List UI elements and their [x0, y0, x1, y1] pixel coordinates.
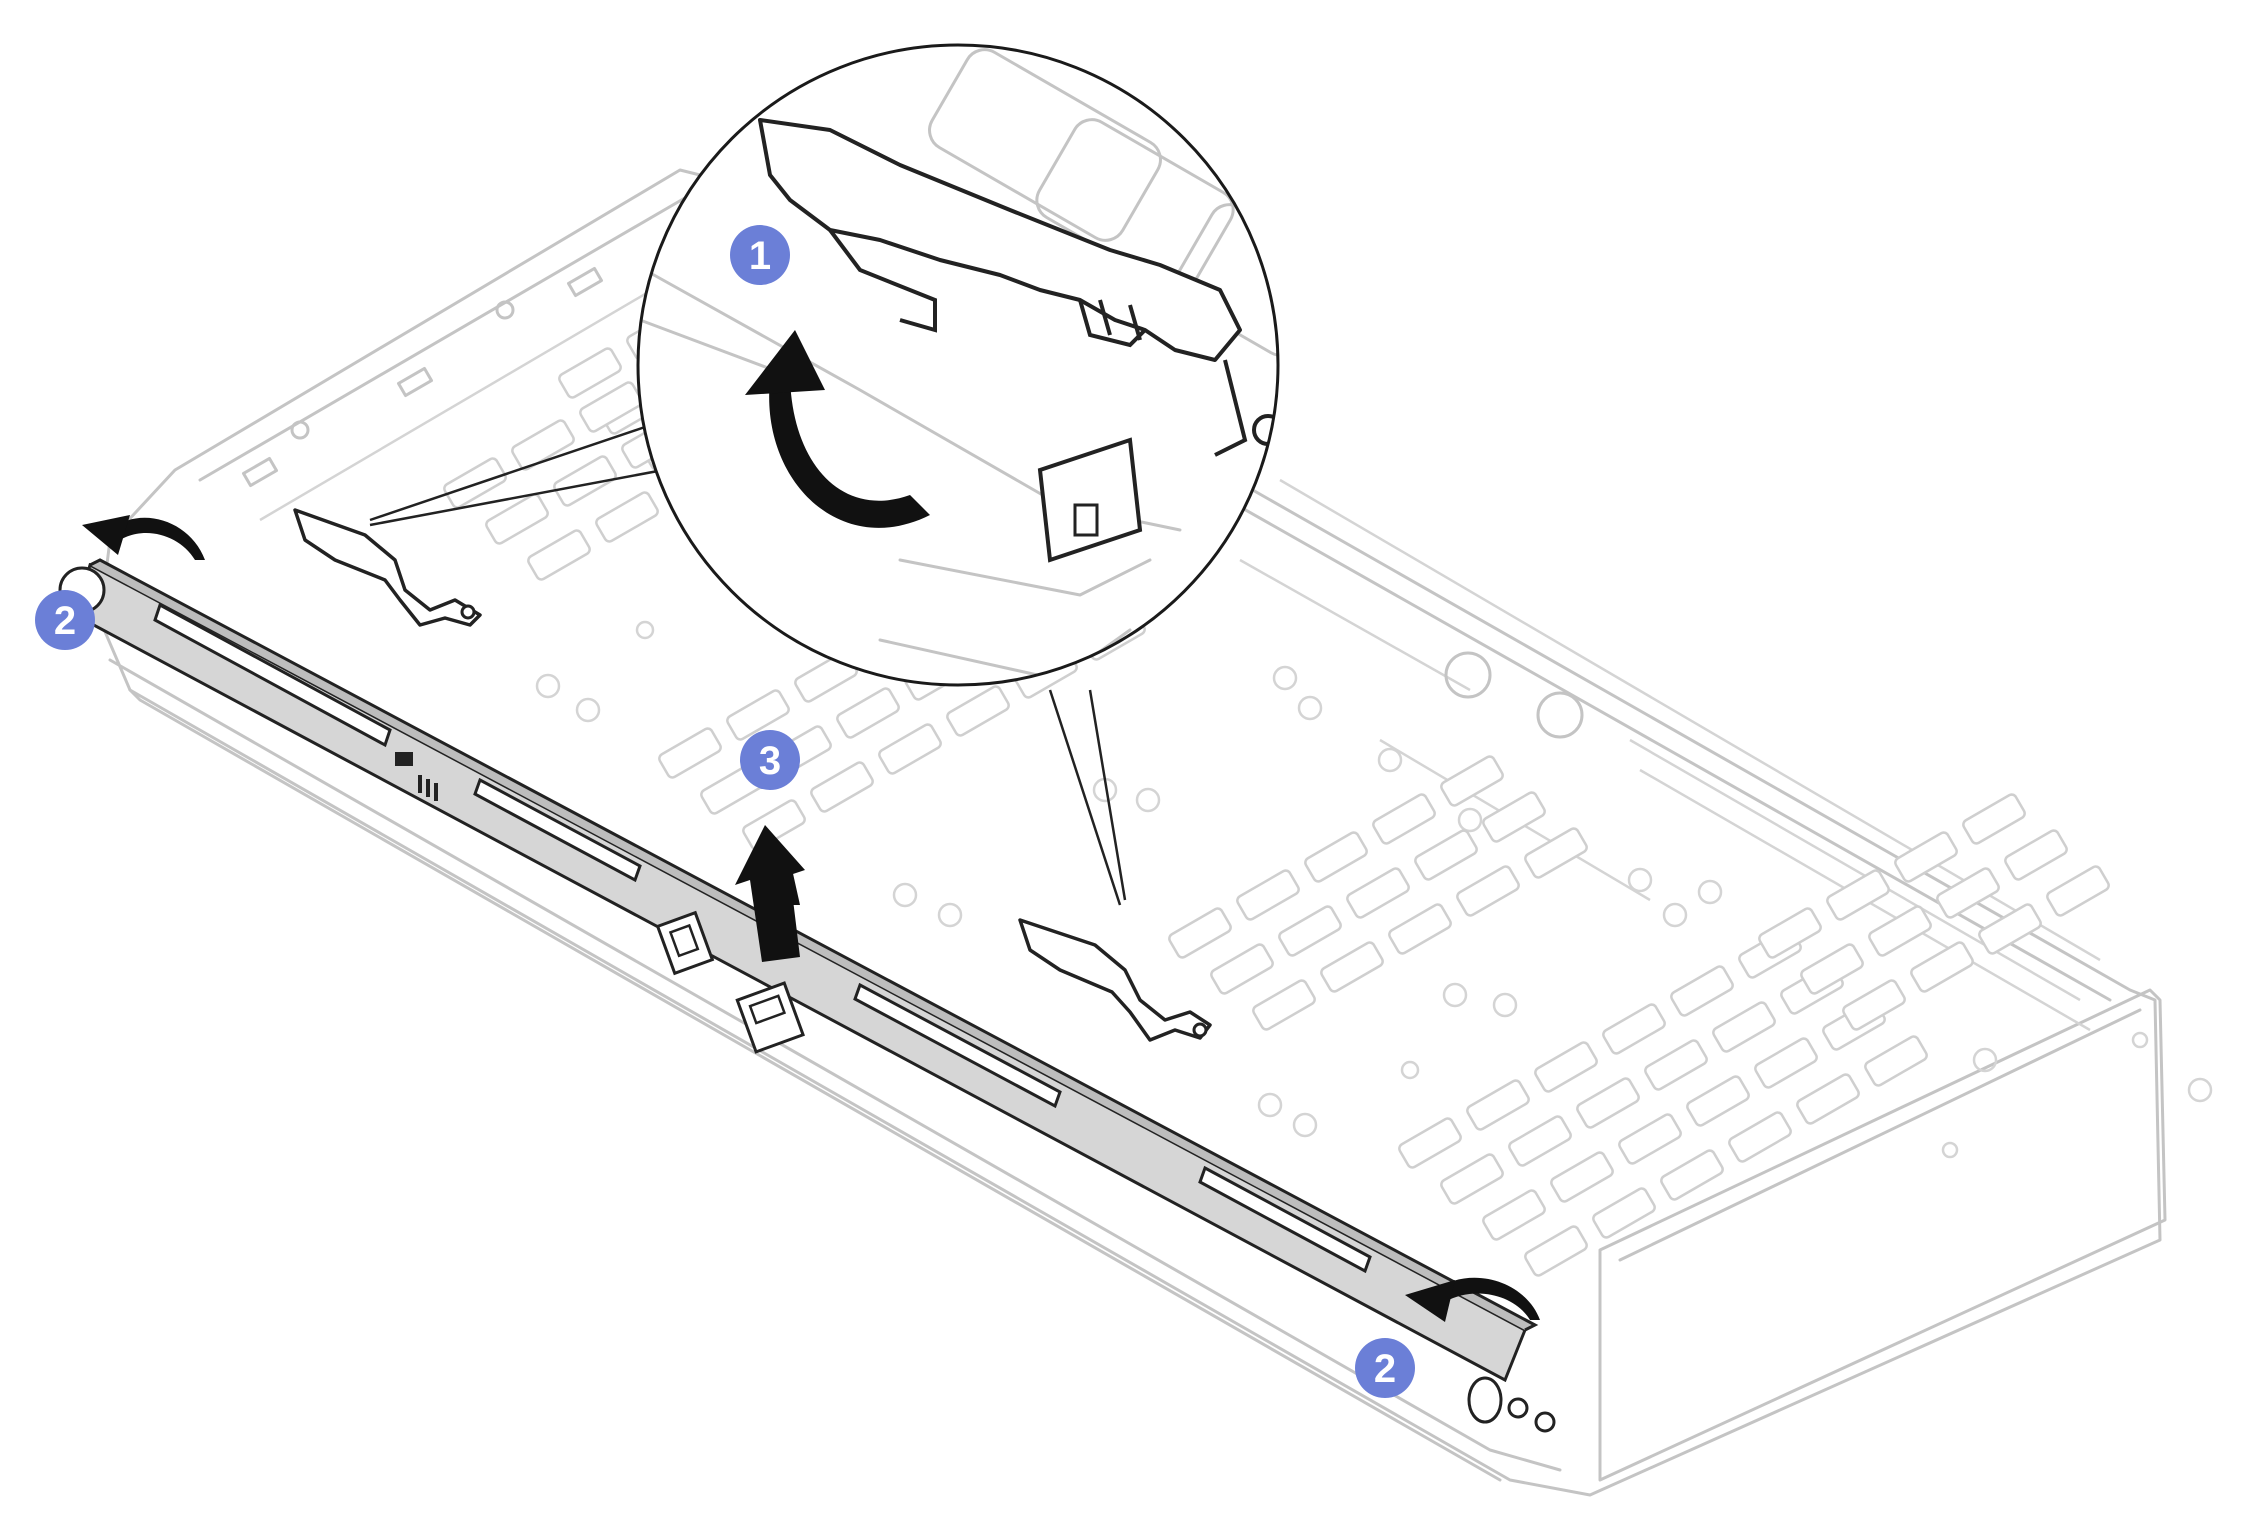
vent-slot: [1346, 867, 1410, 919]
vent-slot: [1508, 1115, 1572, 1167]
backplane-board: [58, 558, 1556, 1433]
vent-slot: [1550, 1151, 1614, 1203]
vent-slot: [810, 761, 874, 813]
vent-slot: [1440, 755, 1504, 807]
latch-left: [293, 508, 482, 627]
vent-slot: [1644, 1039, 1708, 1091]
vent-slot: [836, 687, 900, 739]
callout-2-left-label: 2: [54, 599, 76, 643]
vent-slot: [1398, 1117, 1462, 1169]
vent-slot: [1868, 905, 1932, 957]
vent-slot: [1728, 1111, 1792, 1163]
callout-3: 3: [740, 730, 800, 790]
vent-slot: [1978, 903, 2042, 955]
vent-slot: [1592, 1187, 1656, 1239]
callout-1: 1: [730, 225, 790, 285]
vent-slot: [485, 493, 549, 545]
callout-1-label: 1: [749, 234, 771, 278]
vent-slot: [1826, 869, 1890, 921]
vent-slot: [1482, 1189, 1546, 1241]
rotate-arrow-left-icon: [82, 515, 205, 560]
vent-slot: [1660, 1149, 1724, 1201]
vent-slot: [658, 727, 722, 779]
vent-slot: [595, 491, 659, 543]
vent-slot: [2004, 829, 2068, 881]
vent-slot: [1962, 793, 2026, 845]
vent-slot: [1372, 793, 1436, 845]
rotate-arrow-right-icon: [1405, 1277, 1540, 1322]
plunger-right: [1467, 1376, 1556, 1433]
magnifier-callout: [369, 43, 1280, 906]
magnified-latch-detail: [638, 48, 1278, 682]
vent-slot: [1534, 1041, 1598, 1093]
vent-slot: [726, 689, 790, 741]
vent-slot: [553, 455, 617, 507]
signal-connector: [735, 981, 805, 1054]
vent-slot: [1210, 943, 1274, 995]
vent-slot: [1576, 1077, 1640, 1129]
vent-slot: [1754, 1037, 1818, 1089]
vent-slot: [742, 799, 806, 851]
latch-right: [1018, 918, 1212, 1042]
vent-slot: [1670, 965, 1734, 1017]
vent-slot: [1252, 979, 1316, 1031]
vent-slot: [1910, 941, 1974, 993]
vent-slot: [2046, 865, 2110, 917]
latch-magnified: [758, 118, 1278, 563]
vent-slot: [878, 723, 942, 775]
vent-slot: [1602, 1003, 1666, 1055]
vent-slot: [1414, 829, 1478, 881]
lift-up-arrow-icon: [735, 825, 805, 962]
vent-slot: [1168, 907, 1232, 959]
vent-slot: [443, 457, 507, 509]
vent-slot: [1388, 903, 1452, 955]
vent-slot: [1236, 869, 1300, 921]
vent-slot: [1466, 1079, 1530, 1131]
callout-2-right-label: 2: [1374, 1347, 1396, 1391]
vent-slot: [1524, 827, 1588, 879]
vent-slot: [946, 685, 1010, 737]
vent-slot: [1524, 1225, 1588, 1277]
vent-slot: [1796, 1073, 1860, 1125]
vent-slot: [1278, 905, 1342, 957]
vent-slot: [527, 529, 591, 581]
power-connector: [655, 910, 715, 976]
vent-slot: [1758, 907, 1822, 959]
vent-slot: [1482, 791, 1546, 843]
callout-2-right: 2: [1355, 1338, 1415, 1398]
vent-slot: [1712, 1001, 1776, 1053]
vent-slot: [1894, 831, 1958, 883]
header-pins: [395, 752, 438, 801]
lift-arrow-icon: [745, 330, 930, 528]
vent-slot: [1456, 865, 1520, 917]
vent-slot: [1842, 979, 1906, 1031]
vent-slot: [1440, 1153, 1504, 1205]
vent-slot: [1686, 1075, 1750, 1127]
vent-slot: [1618, 1113, 1682, 1165]
vent-slot: [558, 347, 622, 399]
vent-slot: [1800, 943, 1864, 995]
vent-slot: [511, 419, 575, 471]
vent-slot: [579, 381, 643, 433]
callout-3-label: 3: [759, 739, 781, 783]
vent-slot: [1864, 1035, 1928, 1087]
vent-slot: [1320, 941, 1384, 993]
vent-slot: [1304, 831, 1368, 883]
vent-slot: [1936, 867, 2000, 919]
callout-2-left: 2: [35, 590, 95, 650]
